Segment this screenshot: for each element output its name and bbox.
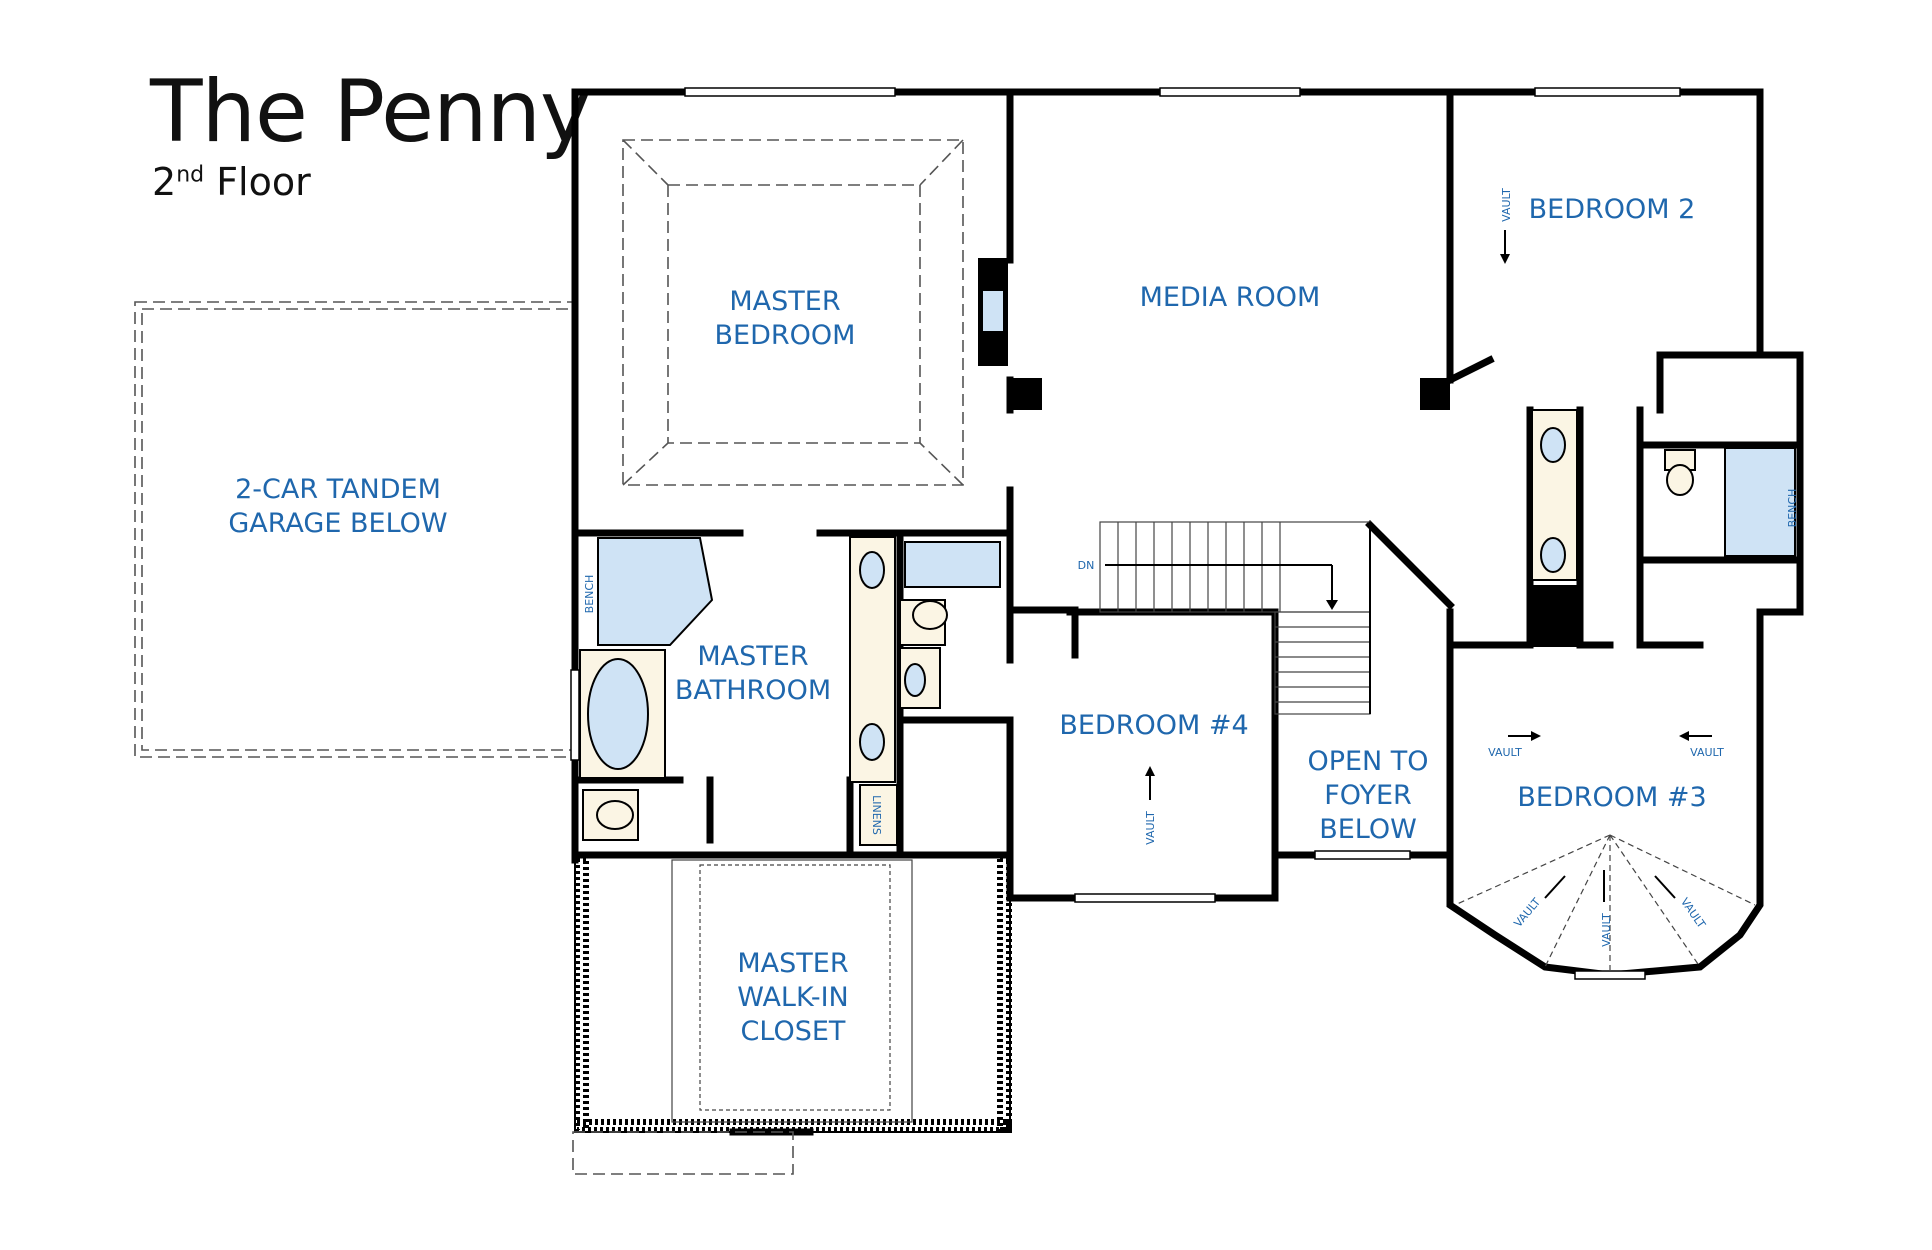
label-vault-bay-right: VAULT <box>1678 895 1708 930</box>
label-vault-bed2: VAULT <box>1500 188 1513 222</box>
label-bedroom-4: BEDROOM #4 <box>1059 710 1248 741</box>
bay-vault-lines <box>1454 834 1756 975</box>
label-bedroom-3: BEDROOM #3 <box>1517 782 1706 813</box>
label-vault-bay-left: VAULT <box>1511 895 1543 929</box>
label-master-bathroom-2: BATHROOM <box>675 675 831 706</box>
label-master-bathroom-1: MASTER <box>697 641 808 672</box>
label-closet-3: CLOSET <box>741 1016 846 1047</box>
label-open-foyer-3: BELOW <box>1319 814 1417 845</box>
label-closet-1: MASTER <box>737 948 848 979</box>
label-vault-bed4: VAULT <box>1144 811 1157 845</box>
floor-label: 2nd Floor <box>152 160 311 204</box>
bath-fixtures <box>579 409 1796 846</box>
label-bedroom-2: BEDROOM 2 <box>1529 194 1696 225</box>
label-bench-bath: BENCH <box>583 575 596 614</box>
plan-title: The Penny <box>150 62 591 162</box>
label-dn: DN <box>1078 559 1095 572</box>
label-bench-bed3: BENCH <box>1786 489 1799 528</box>
label-media-room: MEDIA ROOM <box>1140 282 1321 313</box>
room-labels: MASTER BEDROOM MEDIA ROOM BEDROOM 2 2-CA… <box>228 194 1706 1047</box>
label-linens: LINENS <box>870 795 883 835</box>
label-master-bedroom-2: BEDROOM <box>715 320 856 351</box>
label-vault-bay-center: VAULT <box>1600 913 1613 947</box>
vault-arrows <box>1145 230 1712 902</box>
closet-walls <box>572 855 1012 1175</box>
label-closet-2: WALK-IN <box>737 982 849 1013</box>
label-open-foyer-1: OPEN TO <box>1307 746 1428 777</box>
label-garage-2: GARAGE BELOW <box>228 508 447 539</box>
interior-walls <box>571 88 1804 902</box>
staircase <box>1099 521 1371 715</box>
wall-blocks <box>978 258 1577 647</box>
label-open-foyer-2: FOYER <box>1324 780 1412 811</box>
label-garage-1: 2-CAR TANDEM <box>235 474 441 505</box>
label-vault-bed3-right: VAULT <box>1690 746 1724 759</box>
tray-ceiling <box>622 139 964 486</box>
label-vault-bed3-left: VAULT <box>1488 746 1522 759</box>
label-master-bedroom-1: MASTER <box>729 286 840 317</box>
